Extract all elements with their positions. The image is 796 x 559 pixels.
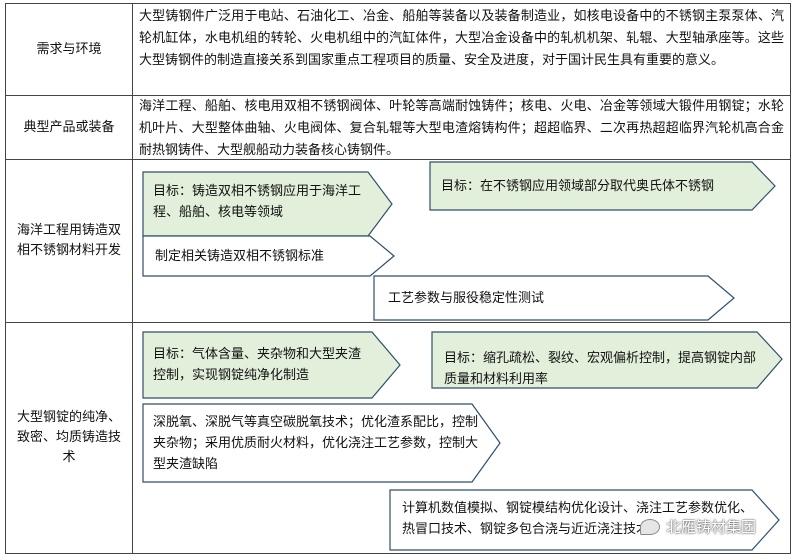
arrow-goal-shape: [429, 161, 776, 211]
goal-replace-austenitic: 目标：在不锈钢应用领域部分取代奥氏体不锈钢: [441, 179, 715, 194]
goal-duplex-application: 目标：铸造双相不锈钢应用于海洋工程、船舶、核电等领域: [153, 184, 362, 220]
products-text: 海洋工程、船舶、核电用双相不锈钢阀体、叶轮等高端耐蚀铸件；核电、火电、冶金等领域…: [139, 99, 784, 158]
demand-text: 大型铸钢件广泛用于电站、石油化工、冶金、船舶等装备以及装备制造业，如核电设备中的…: [139, 9, 784, 68]
wechat-icon: [640, 518, 660, 535]
row-label-demand: 需求与环境: [36, 41, 102, 57]
column-divider: [5, 3, 6, 553]
goal-purity: 目标：气体含量、夹杂物和大型夹渣控制，实现钢锭纯净化制造: [153, 347, 362, 383]
column-divider: [132, 3, 133, 553]
row-label-duplex-steel: 海洋工程用铸造双相不锈钢材料开发: [16, 223, 121, 258]
task-deoxidation: 深脱氧、深脱气等真空碳脱氧技术；优化渣系配比，控制夹杂物；采用优质耐火材料，优化…: [153, 415, 479, 472]
task-process-test: 工艺参数与服役稳定性测试: [388, 291, 545, 306]
row-divider: [5, 159, 791, 160]
arrow-task-shape: [373, 275, 735, 321]
row-divider: [5, 322, 791, 323]
arrow-goal-shape: [142, 171, 393, 237]
row-label-products: 典型产品或装备: [23, 119, 115, 135]
row-divider: [5, 3, 791, 4]
row-divider: [5, 95, 791, 96]
task-standard: 制定相关铸造双相不锈钢标准: [155, 249, 325, 264]
arrow-task-shape: [142, 403, 501, 483]
column-divider: [790, 3, 791, 553]
arrow-goal-shape: [431, 331, 783, 389]
arrow-task-shape: [389, 489, 780, 551]
goal-internal-quality: 目标：缩孔疏松、裂纹、宏观偏析控制，提高钢锭内部质量和材料利用率: [444, 351, 757, 387]
task-simulation: 计算机数值模拟、钢锭模结构优化设计、浇注工艺参数优化、热冒口技术、钢锭多包合浇与…: [402, 501, 754, 537]
arrow-goal-shape: [142, 331, 401, 399]
row-label-ingot: 大型钢锭的纯净、致密、均质铸造技术: [16, 410, 121, 465]
arrow-task-shape: [142, 235, 395, 277]
row-divider: [5, 553, 791, 554]
watermark-text: 北雁铸材集团: [666, 518, 757, 536]
watermark: 北雁铸材集团: [640, 516, 756, 537]
